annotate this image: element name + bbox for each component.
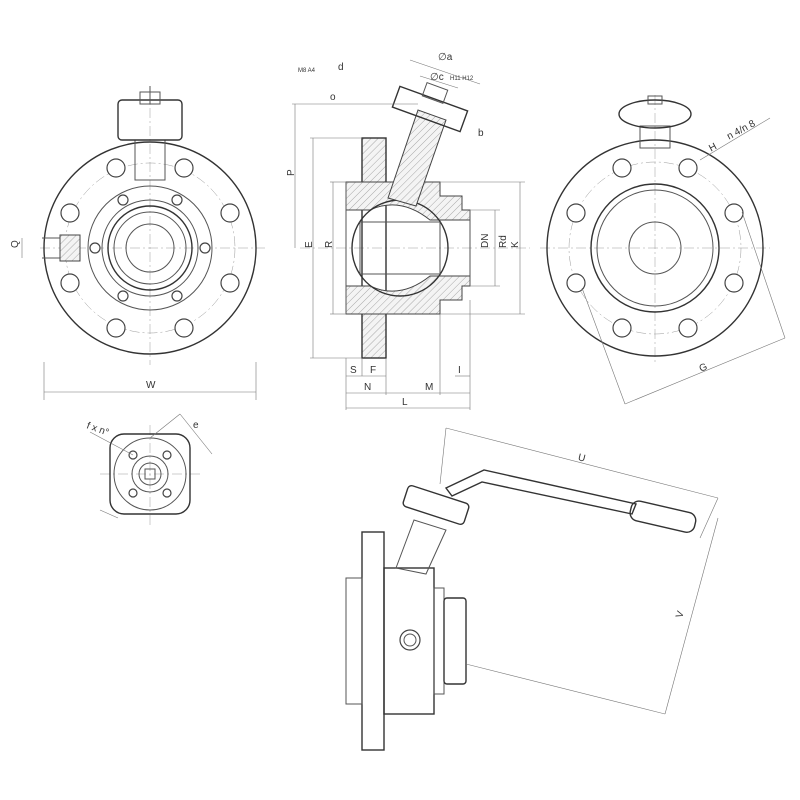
label-DN: DN — [480, 234, 491, 248]
handle-lever — [444, 469, 637, 515]
front-bore — [125, 223, 175, 273]
side-flange-bolt-holes — [566, 158, 744, 338]
label-V: V — [674, 609, 687, 619]
label-o: o — [330, 92, 336, 103]
handle-grip — [629, 500, 697, 533]
label-holes-n: n 4/n 8 — [725, 118, 758, 142]
label-G: G — [698, 361, 710, 374]
mounting-pad-detail: e f x n° — [85, 413, 213, 525]
section-flange — [361, 137, 387, 359]
drain-plug — [42, 234, 81, 262]
handle-view: U V — [345, 427, 719, 751]
side-raised-face — [590, 183, 720, 313]
label-Q: Q — [10, 240, 21, 248]
label-U: U — [577, 452, 587, 464]
label-d: d — [338, 62, 344, 73]
label-K: K — [510, 241, 521, 248]
label-W: W — [146, 380, 156, 391]
front-view: Q W — [10, 86, 265, 400]
label-c-tolerance: H11 H12 — [450, 76, 474, 82]
label-H: H — [707, 141, 719, 154]
label-e: e — [193, 420, 199, 431]
front-flange-bolt-holes — [60, 158, 240, 338]
front-stem — [117, 86, 183, 181]
section-view: R E P DN Rd K S F N M I L ∅a ∅c — [286, 52, 530, 410]
label-a: ∅a — [438, 52, 453, 63]
side-bore — [628, 221, 682, 275]
label-Rd: Rd — [498, 235, 509, 248]
label-N: N — [364, 382, 371, 393]
handle-stem — [395, 484, 470, 575]
label-F: F — [370, 365, 376, 376]
front-body-screws — [89, 194, 211, 302]
label-note-M8: M8 A4 — [298, 68, 316, 74]
label-E: E — [304, 241, 315, 248]
label-I: I — [458, 365, 461, 376]
side-flange-outline — [546, 139, 764, 357]
label-P: P — [286, 169, 297, 176]
label-S: S — [350, 365, 357, 376]
front-flange-outline — [43, 141, 257, 355]
side-stem — [618, 95, 692, 149]
label-c: ∅c — [430, 72, 444, 83]
handle-flange — [345, 531, 385, 751]
label-L: L — [402, 397, 408, 408]
label-R: R — [324, 241, 335, 248]
side-view: H n 4/n 8 G — [540, 95, 786, 405]
front-body-outline — [87, 185, 213, 311]
handle-body — [383, 567, 467, 715]
section-stem — [387, 82, 469, 207]
label-M: M — [425, 382, 433, 393]
label-b: b — [478, 128, 484, 139]
